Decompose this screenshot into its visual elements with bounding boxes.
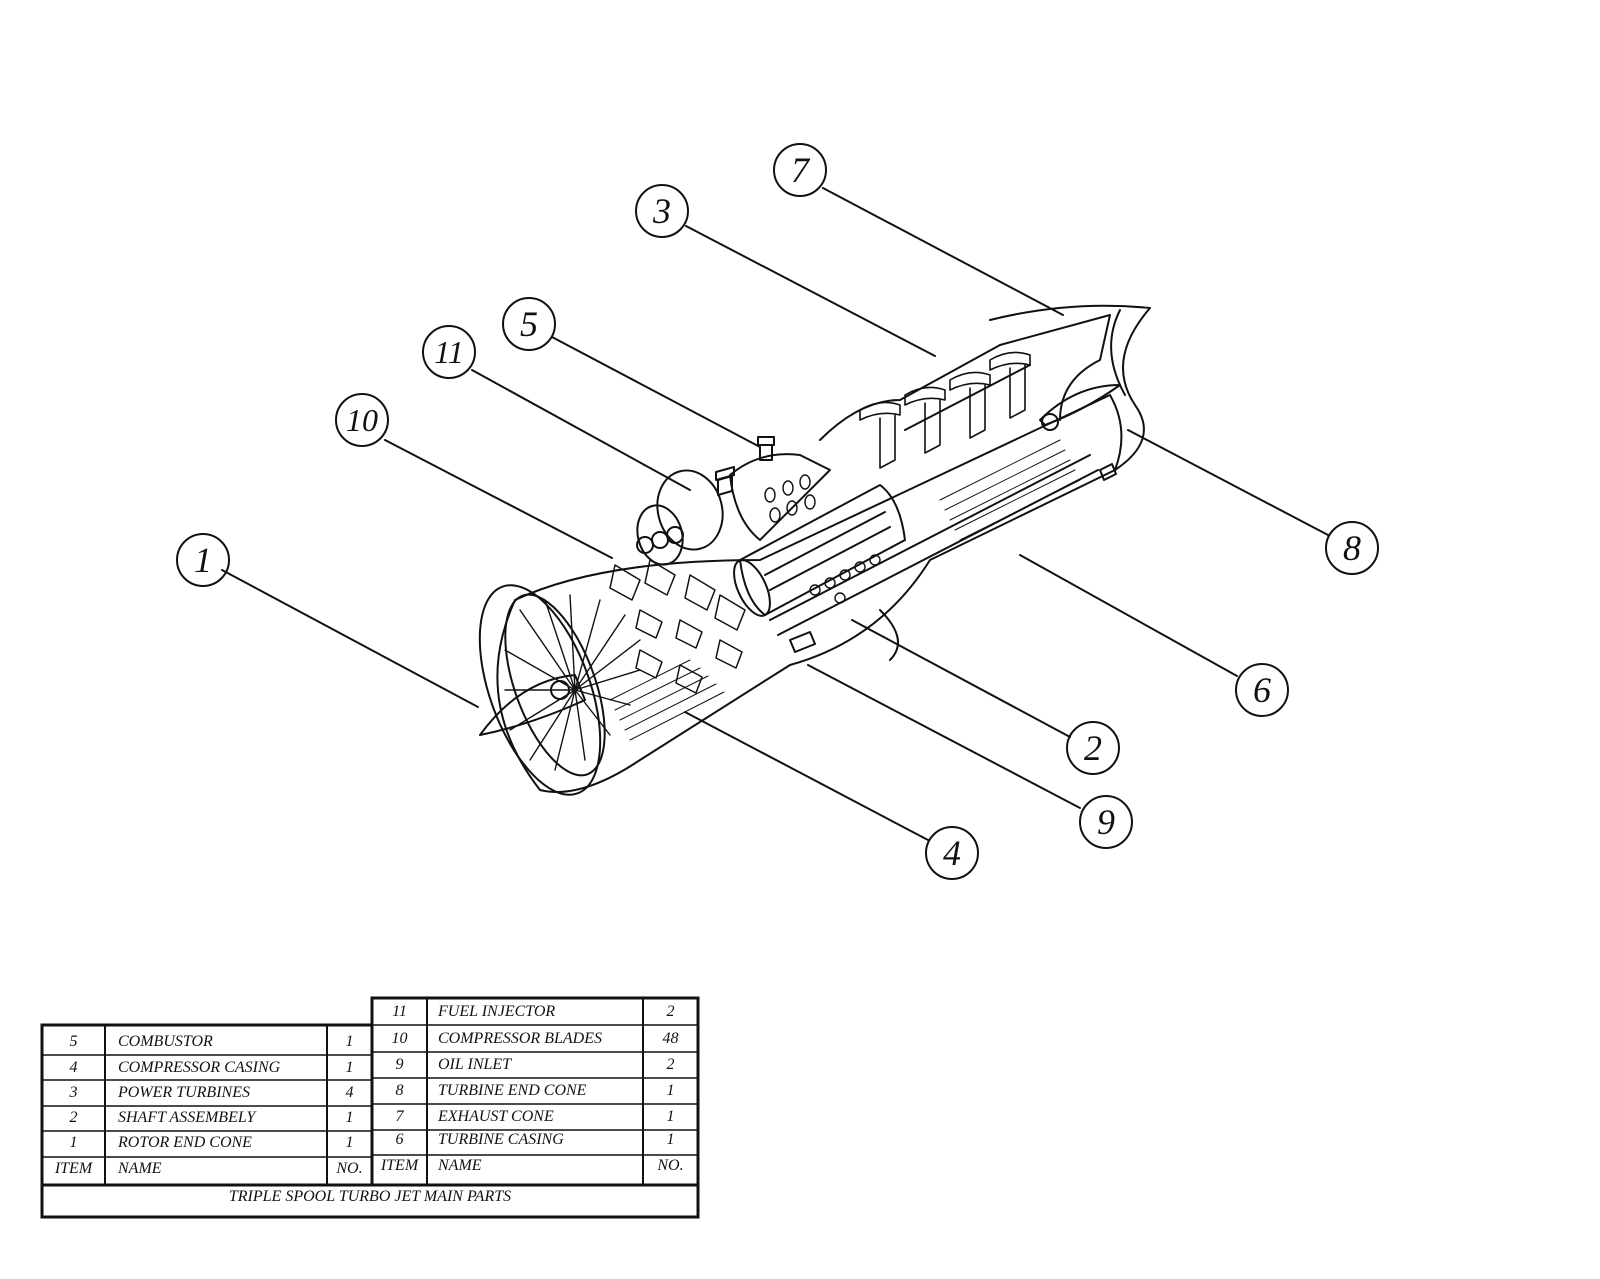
callout-5-circle	[502, 297, 556, 351]
left-row-5-name: ROTOR END CONE	[118, 1134, 252, 1151]
right-row-2-item: 10	[391, 1030, 408, 1047]
callout-8-label: 8	[1343, 528, 1361, 568]
right-row-1-qty: 2	[666, 1003, 675, 1020]
right-row-5-qty: 1	[666, 1108, 675, 1125]
callout-6-circle	[1235, 663, 1289, 717]
left-row-4-item: 2	[69, 1109, 78, 1126]
left-header-qty: NO.	[336, 1160, 363, 1177]
left-row-1-name: COMBUSTOR	[118, 1033, 213, 1050]
left-row-3-qty: 4	[345, 1084, 354, 1101]
leader-lines	[221, 187, 1329, 841]
right-row-6-qty: 1	[666, 1131, 675, 1148]
callout-1-label: 1	[194, 540, 212, 580]
right-row-3-item: 9	[395, 1056, 404, 1073]
parts-table-grid	[40, 996, 700, 1219]
callout-4-label: 4	[943, 833, 961, 873]
left-row-5-item: 1	[69, 1134, 78, 1151]
right-row-5-item: 7	[395, 1108, 404, 1125]
right-row-4-qty: 1	[666, 1082, 675, 1099]
left-row-4-qty: 1	[345, 1109, 354, 1126]
right-row-4-name: TURBINE END CONE	[438, 1082, 587, 1099]
left-row-3-item: 3	[69, 1084, 78, 1101]
left-header-name: NAME	[118, 1160, 162, 1177]
left-row-1-qty: 1	[345, 1033, 354, 1050]
right-header-qty: NO.	[657, 1157, 684, 1174]
callout-4-circle	[925, 826, 979, 880]
callout-1-circle	[176, 533, 230, 587]
right-row-3-qty: 2	[666, 1056, 675, 1073]
left-row-1-item: 5	[69, 1033, 78, 1050]
left-row-2-item: 4	[69, 1059, 78, 1076]
right-header-name: NAME	[438, 1157, 482, 1174]
callout-2-circle	[1066, 721, 1120, 775]
right-header-item: ITEM	[380, 1157, 419, 1174]
callout-9-label: 9	[1097, 802, 1115, 842]
left-header-item: ITEM	[54, 1160, 93, 1177]
right-row-6-name: TURBINE CASING	[438, 1131, 564, 1148]
left-row-2-name: COMPRESSOR CASING	[118, 1059, 281, 1076]
table-caption: TRIPLE SPOOL TURBO JET MAIN PARTS	[228, 1188, 512, 1205]
callout-7-label: 7	[791, 150, 811, 190]
callout-10-circle	[335, 393, 389, 447]
right-row-3-name: OIL INLET	[438, 1056, 512, 1073]
callout-5-label: 5	[520, 304, 538, 344]
right-row-2-name: COMPRESSOR BLADES	[438, 1030, 602, 1047]
callout-3-circle	[635, 184, 689, 238]
left-row-5-qty: 1	[345, 1134, 354, 1151]
callout-6-label: 6	[1253, 670, 1271, 710]
callout-10-label: 10	[346, 402, 378, 438]
left-row-4-name: SHAFT ASSEMBELY	[118, 1109, 256, 1126]
right-row-1-item: 11	[392, 1003, 407, 1020]
right-row-2-qty: 48	[662, 1030, 679, 1047]
engine-illustration	[478, 304, 1151, 796]
callout-9-circle	[1079, 795, 1133, 849]
left-row-2-qty: 1	[345, 1059, 354, 1076]
callout-11-circle	[422, 325, 476, 379]
callout-7-circle	[773, 143, 827, 197]
right-row-4-item: 8	[395, 1082, 404, 1099]
right-row-1-name: FUEL INJECTOR	[438, 1003, 556, 1020]
parts-table: 5 COMBUSTOR 1 4 COMPRESSOR CASING 1 3 PO…	[40, 995, 700, 1220]
callout-8-circle	[1325, 521, 1379, 575]
right-row-5-name: EXHAUST CONE	[438, 1108, 554, 1125]
left-row-3-name: POWER TURBINES	[118, 1084, 250, 1101]
callout-11-label: 11	[434, 334, 464, 370]
callout-2-label: 2	[1084, 728, 1102, 768]
callout-3-label: 3	[652, 191, 671, 231]
right-row-6-item: 6	[395, 1131, 404, 1148]
callout-circles	[176, 143, 1379, 880]
